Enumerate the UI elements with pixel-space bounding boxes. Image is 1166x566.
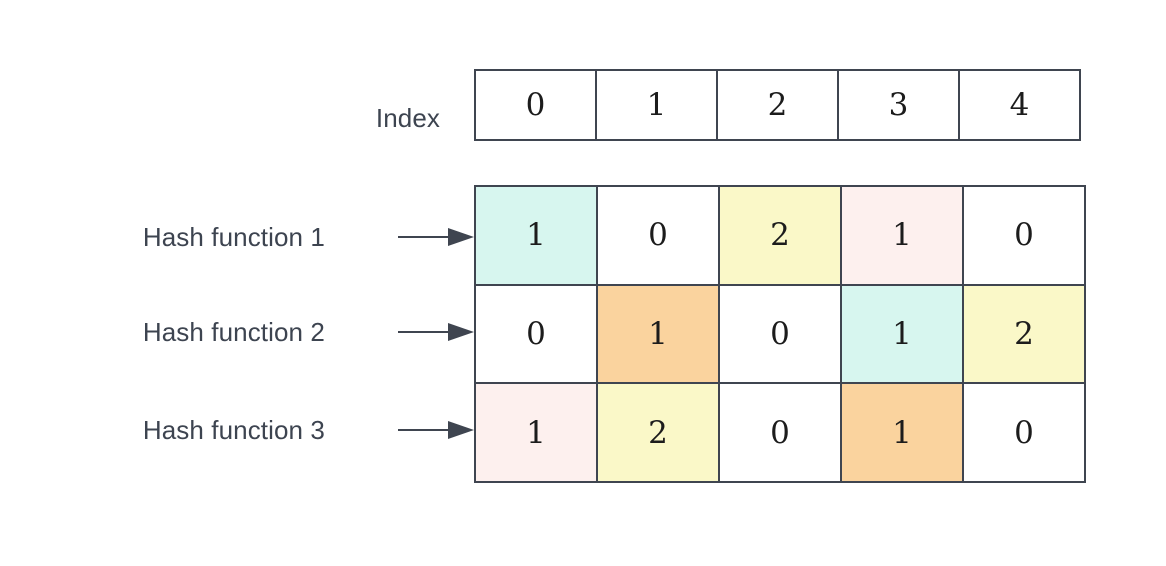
table-row: 1 0 2 1 0	[476, 187, 1084, 286]
arrow-right-icon	[396, 226, 476, 248]
cell-r2-c2: 0	[720, 384, 842, 482]
cell-r0-c4: 0	[964, 187, 1084, 284]
index-header-table: 0 1 2 3 4	[474, 69, 1081, 141]
cell-r1-c4: 2	[964, 285, 1084, 383]
cell-r2-c3: 1	[842, 384, 964, 482]
cell-r0-c3: 1	[842, 187, 964, 284]
table-row: 0 1 0 1 2	[476, 285, 1084, 385]
index-cell-2: 2	[718, 71, 839, 139]
cell-r0-c1: 0	[598, 187, 720, 284]
index-cell-0: 0	[476, 71, 597, 139]
cell-r1-c1: 1	[598, 285, 720, 383]
cell-r1-c0: 0	[476, 285, 598, 383]
cell-r0-c0: 1	[476, 187, 598, 284]
hash-function-3-label: Hash function 3	[142, 415, 325, 445]
index-cell-3: 3	[839, 71, 960, 139]
cell-r1-c3: 1	[842, 285, 964, 383]
cell-r2-c1: 2	[598, 384, 720, 482]
hash-function-1-label: Hash function 1	[142, 222, 325, 252]
arrow-right-icon	[396, 419, 476, 441]
index-label: Index	[375, 103, 440, 133]
arrow-right-icon	[396, 321, 476, 343]
hash-function-2-label: Hash function 2	[142, 317, 325, 347]
cell-r0-c2: 2	[720, 187, 842, 284]
index-cell-1: 1	[597, 71, 718, 139]
cell-r2-c0: 1	[476, 384, 598, 482]
cell-r1-c2: 0	[720, 285, 842, 383]
cell-r2-c4: 0	[964, 384, 1084, 482]
table-row: 1 2 0 1 0	[476, 384, 1084, 482]
index-cell-4: 4	[960, 71, 1079, 139]
hash-count-grid: 1 0 2 1 0 0 1 0 1 2 1 2 0 1 0	[474, 185, 1086, 483]
